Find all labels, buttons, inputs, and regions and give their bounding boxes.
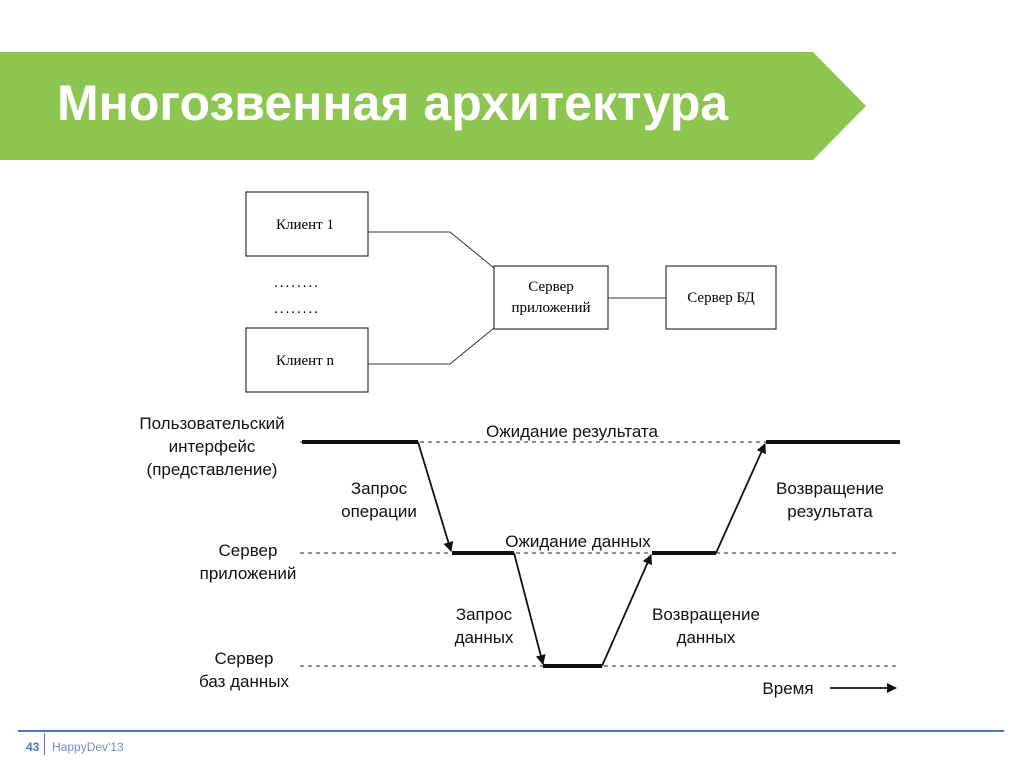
result-return-label-1: Возвращение bbox=[776, 479, 884, 498]
client-n-label: Клиент n bbox=[276, 353, 335, 369]
app-server-box bbox=[493, 265, 609, 330]
op-request-label-1: Запрос bbox=[351, 479, 408, 498]
app-server-label-line1: Сервер bbox=[528, 279, 574, 295]
app-level-label-1: Сервер bbox=[219, 541, 278, 560]
result-return-arrow bbox=[715, 443, 766, 554]
data-return-arrow bbox=[601, 554, 652, 667]
ui-level-label-3: (представление) bbox=[147, 460, 278, 479]
app-level-label-2: приложений bbox=[200, 564, 297, 583]
op-request-label-2: операции bbox=[341, 502, 417, 521]
wait-data-label: Ожидание данных bbox=[505, 532, 651, 551]
client-1-box bbox=[245, 191, 369, 257]
app-server-label-line2: приложений bbox=[511, 300, 590, 316]
client-1-label: Клиент 1 bbox=[276, 217, 334, 233]
dots-row-2: ........ bbox=[274, 301, 320, 317]
client-n-box bbox=[245, 327, 369, 393]
result-return-label-2: результата bbox=[787, 502, 873, 521]
connector-client-1 bbox=[368, 231, 495, 269]
footer-page-separator bbox=[44, 733, 45, 755]
connector-client-n bbox=[368, 327, 495, 365]
architecture-diagram: Клиент 1 ........ ........ Клиент n Серв… bbox=[245, 191, 777, 393]
title-banner bbox=[0, 52, 866, 160]
page-number: 43 bbox=[26, 740, 40, 754]
footer-event-name: HappyDev'13 bbox=[52, 740, 124, 754]
data-request-label-2: данных bbox=[455, 628, 514, 647]
footer-divider bbox=[18, 730, 1004, 732]
db-level-label-2: баз данных bbox=[199, 672, 289, 691]
data-return-label-1: Возвращение bbox=[652, 605, 760, 624]
slide-title: Многозвенная архитектура bbox=[57, 75, 729, 131]
wait-result-label: Ожидание результата bbox=[486, 422, 659, 441]
db-server-box bbox=[665, 265, 777, 330]
op-request-arrow bbox=[417, 441, 454, 552]
banner-arrow-shape bbox=[0, 52, 866, 160]
data-request-label-1: Запрос bbox=[456, 605, 513, 624]
ui-level-label-1: Пользовательский bbox=[139, 414, 284, 433]
db-server-label: Сервер БД bbox=[687, 290, 755, 306]
timing-diagram: Пользовательский интерфейс (представлени… bbox=[139, 414, 900, 698]
ui-level-label-2: интерфейс bbox=[169, 437, 256, 456]
data-request-arrow bbox=[513, 552, 546, 665]
dots-row-1: ........ bbox=[274, 275, 320, 291]
data-return-label-2: данных bbox=[677, 628, 736, 647]
db-level-label-1: Сервер bbox=[215, 649, 274, 668]
time-axis-label: Время bbox=[762, 679, 813, 698]
